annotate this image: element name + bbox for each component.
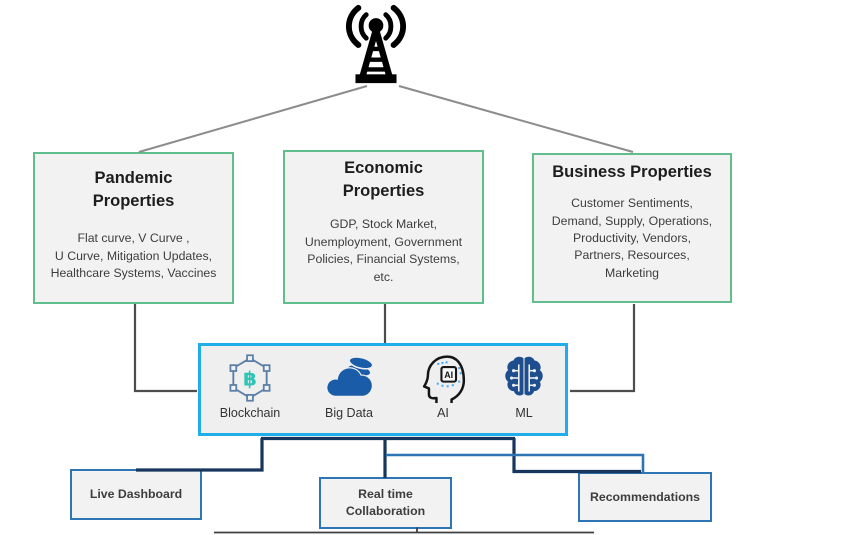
blockchain-icon: ฿ (229, 354, 271, 402)
live-dashboard-label: Live Dashboard (89, 487, 183, 502)
tech-item-ml: ML (479, 353, 569, 420)
tech-item-big-data: Big Data (304, 353, 394, 420)
big-data-label: Big Data (325, 406, 373, 420)
pandemic-properties-body: Flat curve, V Curve , U Curve, Mitigatio… (50, 231, 217, 281)
economic-properties-body: GDP, Stock Market, Unemployment, Governm… (304, 217, 463, 284)
business-properties-body: Customer Sentiments, Demand, Supply, Ope… (551, 196, 713, 280)
live-dashboard-box: Live Dashboard (70, 469, 202, 520)
blockchain-label: Blockchain (219, 406, 281, 420)
ai-head-icon: AI (422, 355, 466, 403)
svg-text:AI: AI (444, 370, 453, 380)
radio-tower-icon (345, 4, 407, 84)
recommendations-label: Recommendations (589, 489, 700, 504)
real-time-collaboration-label: Real time Collaboration (345, 487, 426, 518)
ai-label: AI (437, 406, 449, 420)
real-time-collaboration-box: Real time Collaboration (319, 477, 452, 529)
ml-brain-icon (505, 356, 543, 396)
economic-properties-box: Economic Properties GDP, Stock Market, U… (283, 150, 484, 304)
big-data-icon (326, 356, 374, 397)
tech-item-ai: AI AI (398, 353, 488, 420)
tech-item-blockchain: ฿ Blockchain (205, 353, 295, 420)
recommendations-box: Recommendations (578, 472, 712, 522)
business-properties-box: Business Properties Customer Sentiments,… (532, 153, 732, 303)
technology-box: ฿ Blockchain Big Data (198, 343, 568, 436)
pandemic-properties-title: Pandemic Properties (92, 169, 175, 211)
svg-text:฿: ฿ (243, 367, 257, 390)
pandemic-properties-box: Pandemic Properties Flat curve, V Curve … (33, 152, 234, 304)
economic-properties-title: Economic Properties (342, 159, 425, 201)
ml-label: ML (515, 406, 533, 420)
business-properties-title: Business Properties (552, 163, 712, 181)
